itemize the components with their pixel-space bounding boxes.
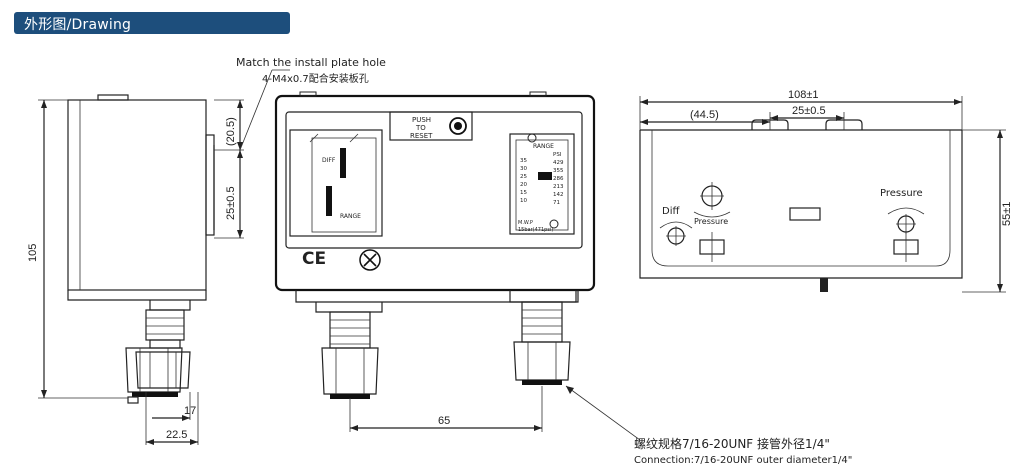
dim-55: 55±1	[1001, 202, 1013, 226]
ce-mark: CE	[302, 249, 326, 269]
dim-25-top: 25±0.5	[792, 105, 826, 117]
scale-right-4: 213	[553, 184, 564, 190]
diff-label: DIFF	[322, 157, 336, 164]
reset-label: RESET	[410, 132, 433, 140]
push-label: PUSH	[412, 116, 431, 124]
dim-108: 108±1	[788, 89, 819, 101]
bottom-body	[639, 130, 963, 279]
dim-20-5: (20.5)	[225, 117, 237, 146]
to-label: TO	[415, 124, 426, 132]
install-note-cn: 4-M4x0.7配合安装板孔	[262, 72, 369, 85]
scale-right-3: 286	[553, 176, 564, 182]
install-note-en: Match the install plate hole	[236, 56, 386, 69]
scale-right-1: 429	[553, 160, 564, 166]
connection-note-cn: 螺纹规格7/16-20UNF 接管外径1/4"	[634, 436, 830, 451]
scale-left-3: 20	[520, 182, 527, 188]
scale-left-2: 25	[520, 174, 527, 180]
scale-left-0: 35	[520, 158, 527, 164]
scale-left-4: 15	[520, 190, 527, 196]
screw-icon	[359, 249, 381, 271]
range-left-label: RANGE	[340, 213, 361, 220]
reset-button-icon	[449, 117, 467, 135]
mwp-label: M.W.P	[518, 220, 533, 226]
pressure-label-right: Pressure	[880, 188, 923, 199]
scale-right-0: PSI	[553, 152, 562, 158]
dim-44-5: (44.5)	[690, 109, 719, 121]
side-view	[38, 69, 290, 445]
range-label: RANGE	[533, 143, 554, 150]
dim-25-left: 25±0.5	[225, 186, 237, 220]
front-body	[274, 94, 596, 292]
diff-label-bottom: Diff	[662, 206, 680, 217]
scale-left-5: 10	[520, 198, 527, 204]
dim-17: 17	[184, 405, 196, 417]
dim-65: 65	[438, 415, 450, 427]
pressure-label-left: Pressure	[694, 217, 728, 226]
dim-22-5: 22.5	[166, 429, 187, 441]
scale-right-2: 355	[553, 168, 564, 174]
push-to-reset	[389, 111, 473, 141]
dim-105: 105	[27, 244, 39, 262]
scale-left-1: 30	[520, 166, 527, 172]
connection-note-en: Connection:7/16-20UNF outer diameter1/4"	[634, 455, 852, 466]
header-tab: 外形图/Drawing	[14, 12, 290, 34]
side-body	[67, 99, 207, 291]
header-title: 外形图/Drawing	[24, 17, 132, 33]
scale-right-6: 71	[553, 200, 560, 206]
mwp-value: 15bar(471psi)	[518, 227, 553, 233]
bottom-view	[639, 96, 1006, 293]
scale-right-5: 142	[553, 192, 564, 198]
front-view	[274, 91, 641, 441]
